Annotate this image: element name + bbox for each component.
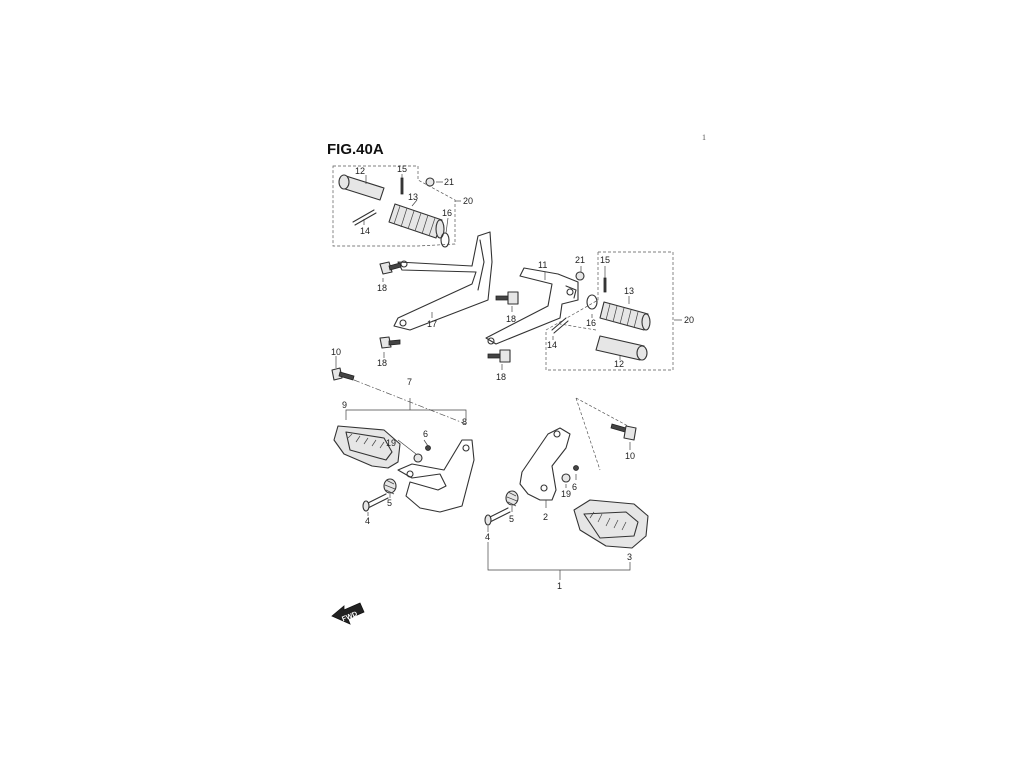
callout-14: 14 [547,340,557,350]
callout-2: 2 [543,512,548,522]
bolt-part [379,336,401,349]
split-pin-part [551,317,569,334]
bolt-part [610,423,637,441]
callout-20: 20 [684,315,694,325]
bolt-part [331,367,355,381]
callout-18: 18 [506,314,516,324]
forward-arrow-icon: FWD [331,602,365,625]
callout-13: 13 [624,286,634,296]
step-bracket-part [485,267,579,345]
callout-16: 16 [586,318,596,328]
spring-pin-part [400,177,404,195]
callout-18: 18 [496,372,506,382]
callout-6: 6 [423,429,428,439]
collar-part [561,473,571,483]
callout-21: 21 [575,255,585,265]
callout-19: 19 [386,438,396,448]
callout-5: 5 [387,498,392,508]
callout-19: 19 [561,489,571,499]
callout-8: 8 [462,417,467,427]
right-kit-outline [545,251,674,371]
callout-4: 4 [485,532,490,542]
right-footpeg-assembly: 10 19 6 2 5 4 3 1 [484,397,649,591]
left-step-assembly: 12 15 13 21 20 16 14 18 17 18 [332,164,493,368]
callout-18: 18 [377,358,387,368]
callout-4: 4 [365,516,370,526]
callout-21: 21 [444,177,454,187]
spring-part [383,478,397,495]
callout-20: 20 [463,196,473,206]
callout-1: 1 [557,581,562,591]
footpeg-bracket-part [519,427,571,501]
spring-pin-part [603,277,607,293]
left-kit-outline [332,165,456,247]
step-bracket-part [393,231,493,331]
callout-14: 14 [360,226,370,236]
pin-part [338,174,385,201]
split-pin-part [352,209,377,226]
footpeg-bracket-part [397,439,475,513]
pin-part [595,335,648,361]
nut-part [425,177,435,187]
pin-part [365,493,389,509]
right-step-assembly: 11 21 15 13 20 16 18 14 12 18 [485,251,694,382]
footpeg-part [573,499,649,549]
callout-3: 3 [627,552,632,562]
figure-title: FIG.40A [327,141,384,158]
callout-11: 11 [538,260,547,270]
collar-part [413,453,423,463]
spring-part [505,490,519,507]
left-footpeg-assembly: 10 7 9 8 6 19 5 4 [331,347,475,526]
callout-16: 16 [442,208,452,218]
callout-10: 10 [625,451,635,461]
washer-part [586,294,598,310]
washer-part [440,232,450,248]
callout-5: 5 [509,514,514,524]
callout-10: 10 [331,347,341,357]
rubber-grip-part [388,203,445,239]
callout-7: 7 [407,377,412,387]
callout-12: 12 [355,166,365,176]
pin-part [487,507,511,523]
nut-part [425,445,431,451]
nut-part [575,271,585,281]
callout-15: 15 [397,164,407,174]
callout-12: 12 [614,359,624,369]
callout-9: 9 [342,400,347,410]
callout-17: 17 [427,319,437,329]
footpeg-part [333,425,401,469]
corner-mark: 1 [702,133,706,142]
nut-part [573,465,579,471]
rubber-grip-part [599,301,651,331]
bolt-part [487,349,511,363]
callout-18: 18 [377,283,387,293]
bolt-part [379,261,402,275]
callout-15: 15 [600,255,610,265]
callout-6: 6 [572,482,577,492]
bolt-part [495,291,519,305]
callout-13: 13 [408,192,418,202]
